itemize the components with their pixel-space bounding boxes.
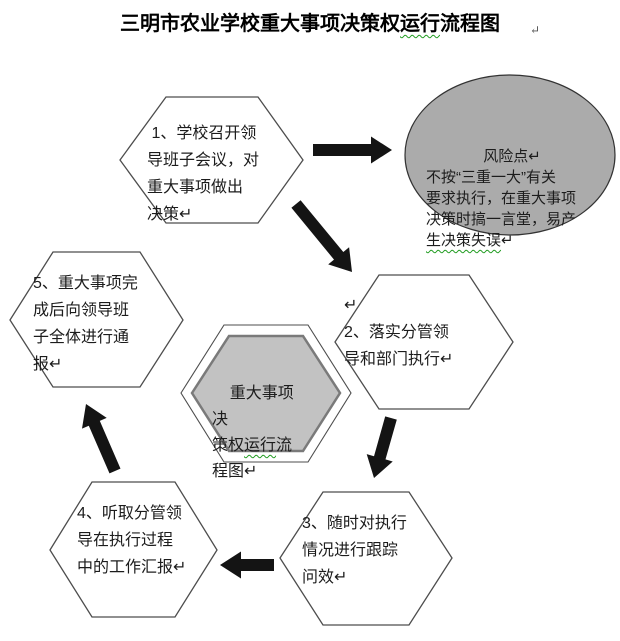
- page-title-text-squiggle: 运行: [400, 13, 440, 35]
- center-label-pre: 重大事项决 策权: [212, 385, 294, 454]
- hexagon-step2-shape: [334, 274, 514, 410]
- risk-ellipse-shape: [404, 74, 616, 236]
- risk-body-post: ↵: [501, 232, 514, 249]
- risk-label: 风险点↵ 不按“三重一大”有关 要求执行，在重大事项 决策时搞一言堂，易产 生决策…: [426, 104, 598, 272]
- center-hexagon-inner-shape: [190, 334, 342, 453]
- page-title-text-pre: 三明市农业学校重大事项决策权: [120, 13, 400, 35]
- risk-heading: 风险点↵: [483, 148, 541, 165]
- title-paragraph-mark: ↵: [530, 23, 541, 37]
- step5-label: 5、重大事项完 成后向领导班 子全体进行通 报↵: [33, 275, 138, 373]
- arrow-step2-to-step3: [366, 416, 397, 478]
- arrow-step4-to-step5: [82, 404, 121, 474]
- risk-body-pre: 不按“三重一大”有关 要求执行，在重大事项 决策时搞一言堂，易产: [426, 169, 577, 228]
- center-label: 重大事项决 策权运行流 程图↵: [212, 355, 308, 511]
- step2-label: ↵ 2、落实分管领 导和部门执行↵: [344, 297, 454, 368]
- hexagon-step4-shape: [49, 481, 218, 618]
- hexagon-step1-shape: [119, 96, 304, 224]
- arrow-step3-to-step4: [220, 551, 274, 579]
- step1-label: 1、学校召开领 导班子会议，对 重大事项做出 决策↵: [147, 125, 260, 223]
- arrow-step1-to-step2: [291, 200, 352, 272]
- page-title-text-post: 流程图: [440, 13, 500, 35]
- hexagon-step3-shape: [279, 491, 453, 626]
- center-label-squiggle: 运行: [244, 437, 277, 454]
- step4-label: 4、听取分管领 导在执行过程 中的工作汇报↵: [77, 505, 187, 576]
- risk-body-squiggle: 生决策失误: [426, 232, 502, 249]
- arrow-step1-to-risk: [313, 136, 392, 164]
- center-label-post: 流 程图↵: [212, 437, 293, 480]
- step3-label: 3、随时对执行 情况进行跟踪 问效↵: [302, 515, 407, 586]
- hexagon-step5-shape: [9, 251, 184, 388]
- page-title: 三明市农业学校重大事项决策权运行流程图 ↵: [0, 10, 620, 38]
